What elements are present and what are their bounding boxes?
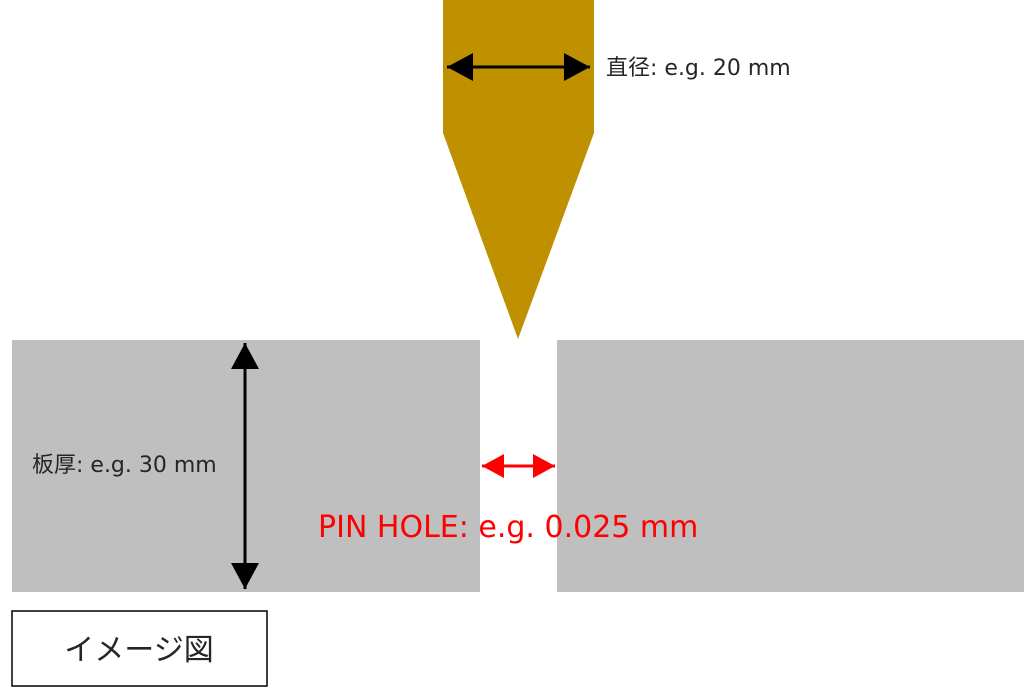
thickness-label: 板厚: e.g. 30 mm [32,453,217,478]
caption-label: イメージ図 [64,633,213,668]
punch-shape [443,0,594,339]
pin-hole-label: PIN HOLE: e.g. 0.025 mm [318,510,698,545]
right-plate [557,340,1024,592]
diameter-label: 直径: e.g. 20 mm [606,56,791,81]
caption-box [11,610,268,687]
